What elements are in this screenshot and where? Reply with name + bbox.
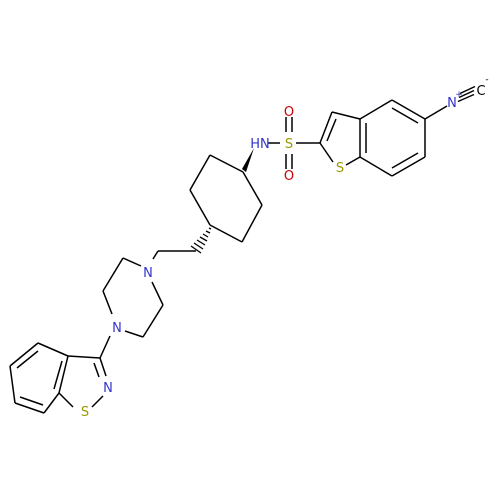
atom-n-isocyanide: N xyxy=(447,96,457,111)
bond-c6 xyxy=(242,171,263,206)
bond-benzene-n-isocyanide xyxy=(424,105,448,120)
bond-p2 xyxy=(102,257,124,292)
bond-b6-inner xyxy=(391,107,419,124)
bond-bz2 xyxy=(37,342,69,357)
bond-c1 xyxy=(209,154,244,173)
bond-bz3 xyxy=(9,342,39,367)
bond-bz3-inner xyxy=(16,350,39,369)
bond-n-c3-benzisothiazole xyxy=(99,335,111,359)
bond-p6 xyxy=(151,281,164,306)
bond-bz5-inner xyxy=(19,396,44,406)
bond-p3 xyxy=(102,290,113,315)
bond-t2-inner xyxy=(326,118,337,142)
bond-bz6 xyxy=(43,392,60,414)
charge-c-isocyanide: - xyxy=(485,75,488,85)
bond-i3 xyxy=(91,395,104,408)
bond-t4 xyxy=(345,156,361,166)
atom-c-isocyanide: C xyxy=(476,84,485,99)
bond-t1 xyxy=(331,111,361,120)
bond-c5 xyxy=(241,204,263,243)
bond-i2 xyxy=(99,357,107,377)
bond-b6 xyxy=(391,99,426,120)
bond-nh-cyclohexyl-wedge xyxy=(242,148,254,172)
bond-t2 xyxy=(319,111,333,144)
bond-cyclohexyl-ethyl-hash xyxy=(190,227,212,254)
bond-bz5 xyxy=(14,402,45,414)
atom-s-isothiazole: S xyxy=(81,405,89,420)
bond-t3 xyxy=(319,142,334,163)
bond-i4 xyxy=(58,392,74,408)
bond-b5 xyxy=(359,99,393,120)
bond-i2-inner xyxy=(93,362,100,378)
bond-bz4 xyxy=(9,365,16,404)
bond-c3 xyxy=(189,189,211,226)
bond-n-c-isocyanide-1 xyxy=(458,89,475,99)
bond-ethyl-2 xyxy=(152,250,159,260)
bond-c4 xyxy=(209,224,243,243)
atom-s-sulfonyl: S xyxy=(285,137,293,152)
bond-n-c-isocyanide-3 xyxy=(459,85,476,95)
bond-b3 xyxy=(359,156,393,177)
atom-o-bottom: O xyxy=(284,169,294,184)
atom-s-thiophene: S xyxy=(336,161,344,176)
charge-n-isocyanide: + xyxy=(455,90,463,100)
atom-labels: HN S O O S N + C - N N N S xyxy=(81,75,489,420)
atom-n-piperazine-bottom: N xyxy=(112,321,122,336)
bond-bz1 xyxy=(58,355,69,394)
atom-n-piperazine-top: N xyxy=(143,266,153,281)
bond-bz1-inner xyxy=(53,360,63,390)
bond-i1 xyxy=(67,355,101,359)
atom-n-isothiazole: N xyxy=(103,381,113,396)
bond-b2 xyxy=(391,156,426,177)
atom-o-top: O xyxy=(284,105,294,120)
bond-p1 xyxy=(122,257,142,267)
bond-p5 xyxy=(142,304,164,338)
bond-p4 xyxy=(124,330,144,338)
bond-n-c-isocyanide-2 xyxy=(457,93,475,103)
bond-c2 xyxy=(189,154,211,191)
bonds xyxy=(9,85,476,414)
bond-b2-inner xyxy=(391,152,419,169)
atom-nh: HN xyxy=(250,137,270,152)
